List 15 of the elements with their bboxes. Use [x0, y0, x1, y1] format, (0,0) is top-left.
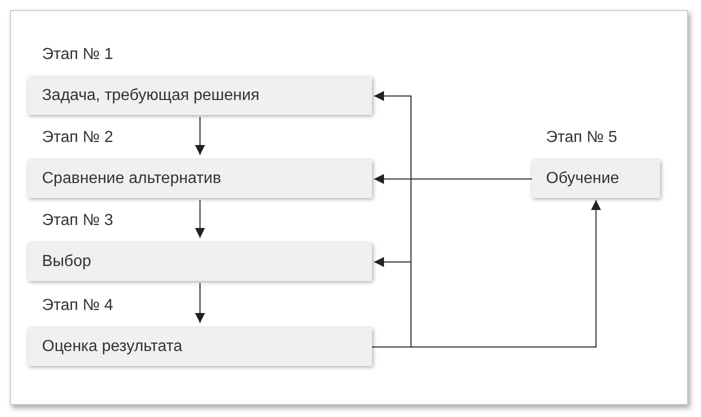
process-box: Оценка результата — [28, 328, 372, 366]
stage-heading: Этап № 5 — [546, 129, 618, 147]
arrow — [374, 174, 532, 184]
process-box: Сравнение альтернатив — [28, 160, 372, 198]
arrow — [195, 116, 205, 156]
stage-heading: Этап № 4 — [42, 297, 114, 315]
process-box: Задача, требующая решения — [28, 77, 372, 115]
stage-heading: Этап № 2 — [42, 129, 114, 147]
stage-heading: Этап № 1 — [42, 46, 114, 64]
process-box: Обучение — [532, 160, 660, 198]
stage-heading: Этап № 3 — [42, 212, 114, 230]
process-box: Выбор — [28, 243, 372, 281]
arrow — [195, 282, 205, 324]
arrow — [195, 200, 205, 238]
arrow — [372, 257, 412, 348]
